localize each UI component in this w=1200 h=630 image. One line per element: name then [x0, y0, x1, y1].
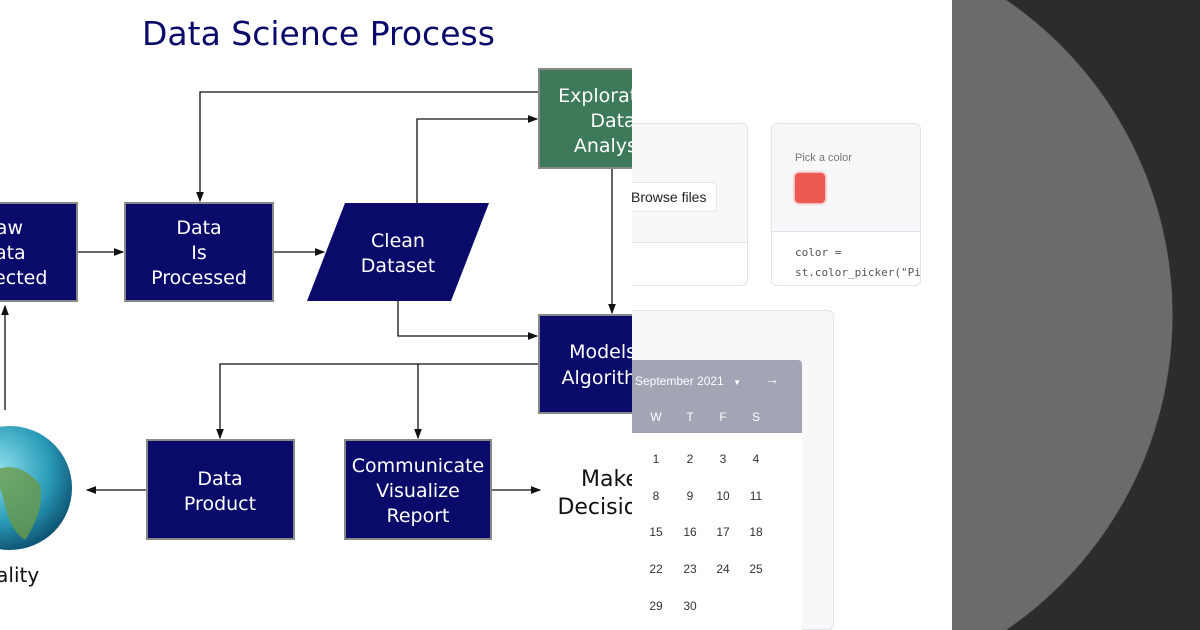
decisions-label: MakeDecisions — [557, 467, 632, 520]
node-data-processed — [124, 202, 274, 302]
streamlit-widgets-panel: Browse files Pick a color color = st.col… — [632, 0, 952, 630]
next-month-arrow-icon[interactable]: → — [765, 371, 779, 387]
calendar-day[interactable]: 3 — [719, 452, 727, 466]
chevron-down-icon: ▼ — [733, 378, 741, 387]
calendar-day[interactable]: 17 — [716, 525, 730, 540]
reality-label: Reality — [0, 563, 39, 587]
calendar-day[interactable]: 21 — [632, 562, 638, 576]
calendar-day[interactable]: 8 — [652, 488, 660, 503]
weekday-header: S — [751, 410, 760, 424]
color-swatch[interactable] — [795, 173, 825, 203]
code-line: st.color_picker("Pi — [795, 266, 921, 279]
arrow-clean-to-models — [397, 301, 539, 340]
diagram-title: Data Science Process — [142, 14, 495, 53]
color-picker-card: Pick a color color = st.color_picker("Pi — [771, 123, 921, 286]
code-line: color = — [795, 246, 842, 259]
node-eda-label: ExploratoryDataAnalysis — [558, 85, 632, 157]
calendar-day[interactable]: 15 — [649, 525, 663, 540]
calendar-day[interactable]: 18 — [749, 525, 763, 540]
node-models — [538, 314, 632, 414]
calendar-day[interactable]: 30 — [683, 598, 697, 613]
arrow-clean-to-eda — [416, 115, 539, 203]
data-science-process-diagram: Data Science Process RawDataCollected Da… — [0, 14, 632, 587]
arrow-models-to-product — [216, 363, 539, 440]
file-uploader-card: Browse files — [632, 123, 748, 286]
calendar-day[interactable]: 11 — [749, 488, 763, 503]
calendar-day[interactable]: 22 — [649, 562, 663, 577]
browse-files-button[interactable]: Browse files — [632, 182, 718, 212]
calendar-day[interactable]: 25 — [749, 562, 763, 577]
node-clean-dataset — [307, 203, 489, 301]
calendar-day[interactable]: 1 — [652, 452, 660, 466]
weekday-header: F — [719, 410, 727, 424]
color-picker-label: Pick a color — [795, 152, 852, 164]
weekday-header: T — [686, 410, 694, 424]
arrow-eda-to-processed — [196, 91, 539, 203]
node-communicate — [344, 439, 492, 540]
calendar-day[interactable]: 24 — [716, 562, 730, 577]
weekday-header: T — [632, 410, 638, 424]
calendar-day[interactable]: 4 — [752, 452, 760, 466]
node-raw-data — [0, 202, 78, 302]
node-models-label: Models &Algorithms — [562, 341, 632, 389]
calendar-day[interactable]: 29 — [649, 598, 663, 613]
calendar-day[interactable]: 14 — [632, 525, 638, 539]
node-data-product — [146, 439, 295, 540]
node-raw-label: RawDataCollected — [0, 217, 47, 289]
calendar-day[interactable]: 16 — [683, 525, 697, 540]
calendar-day[interactable]: 28 — [632, 599, 638, 613]
calendar: September 2021 ▼ → SMTWTFS 1234567891011… — [632, 360, 802, 630]
calendar-day[interactable]: 10 — [716, 488, 730, 503]
calendar-day[interactable]: 2 — [686, 452, 694, 466]
calendar-day[interactable]: 9 — [686, 488, 694, 503]
calendar-month-select[interactable]: September 2021 ▼ — [635, 374, 741, 388]
weekday-header: W — [650, 410, 662, 424]
calendar-day[interactable]: 7 — [632, 489, 638, 503]
decorative-background — [952, 0, 1200, 630]
node-eda — [538, 68, 632, 169]
calendar-day[interactable]: 23 — [683, 562, 697, 577]
